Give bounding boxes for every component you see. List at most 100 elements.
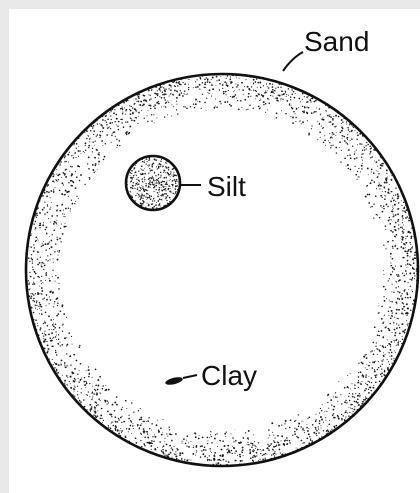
stipple-dot xyxy=(97,379,99,381)
stipple-dot xyxy=(257,87,258,88)
stipple-dot xyxy=(258,93,259,94)
stipple-dot xyxy=(58,364,60,366)
stipple-dot xyxy=(95,385,97,387)
stipple-dot xyxy=(322,404,323,405)
stipple-dot xyxy=(122,112,123,113)
stipple-dot xyxy=(207,92,208,93)
stipple-dot xyxy=(398,341,399,342)
stipple-dot xyxy=(398,224,399,225)
stipple-dot xyxy=(276,113,278,115)
stipple-dot xyxy=(239,78,240,79)
stipple-dot xyxy=(46,352,48,354)
stipple-dot xyxy=(169,180,170,181)
stipple-dot xyxy=(320,114,321,115)
stipple-dot xyxy=(302,443,303,444)
stipple-dot xyxy=(140,190,141,191)
stipple-dot xyxy=(398,274,399,275)
stipple-dot xyxy=(362,153,363,154)
stipple-dot xyxy=(324,411,325,412)
stipple-dot xyxy=(382,191,383,192)
stipple-dot xyxy=(223,93,225,95)
stipple-dot xyxy=(317,139,318,140)
stipple-dot xyxy=(79,150,81,152)
stipple-dot xyxy=(392,271,393,272)
stipple-dot xyxy=(409,242,410,243)
stipple-dot xyxy=(52,276,53,277)
stipple-dot xyxy=(398,276,399,277)
stipple-dot xyxy=(94,145,95,146)
stipple-dot xyxy=(273,434,274,435)
stipple-dot xyxy=(65,161,66,162)
stipple-dot xyxy=(366,384,368,386)
stipple-dot xyxy=(406,303,408,305)
stipple-dot xyxy=(138,98,140,100)
stipple-dot xyxy=(152,436,153,437)
stipple-dot xyxy=(133,182,134,183)
stipple-dot xyxy=(265,112,266,113)
stipple-dot xyxy=(354,154,355,155)
stipple-dot xyxy=(46,305,47,306)
stipple-dot xyxy=(164,94,165,95)
stipple-dot xyxy=(117,147,118,148)
stipple-dot xyxy=(88,369,89,370)
stipple-dot xyxy=(53,189,54,190)
stipple-dot xyxy=(304,430,305,431)
stipple-dot xyxy=(383,270,384,271)
stipple-dot xyxy=(365,367,366,368)
stipple-dot xyxy=(397,193,399,195)
stipple-dot xyxy=(274,451,275,452)
stipple-dot xyxy=(170,199,171,200)
stipple-dot xyxy=(78,198,79,199)
stipple-dot xyxy=(155,175,156,176)
stipple-dot xyxy=(389,219,390,220)
stipple-dot xyxy=(151,177,152,178)
stipple-dot xyxy=(214,452,216,454)
stipple-dot xyxy=(373,353,375,355)
stipple-dot xyxy=(374,370,376,372)
stipple-dot xyxy=(370,207,371,208)
stipple-dot xyxy=(144,195,145,196)
stipple-dot xyxy=(51,332,53,334)
stipple-dot xyxy=(33,223,34,224)
stipple-dot xyxy=(36,300,37,301)
stipple-dot xyxy=(408,282,409,283)
stipple-dot xyxy=(66,375,68,377)
stipple-dot xyxy=(374,375,376,377)
stipple-dot xyxy=(371,180,373,182)
stipple-dot xyxy=(336,397,337,398)
stipple-dot xyxy=(318,432,320,434)
stipple-dot xyxy=(405,251,406,252)
stipple-dot xyxy=(133,423,134,424)
stipple-dot xyxy=(394,226,396,228)
stipple-dot xyxy=(294,428,295,429)
stipple-dot xyxy=(143,201,145,203)
stipple-dot xyxy=(41,306,43,308)
stipple-dot xyxy=(71,371,73,373)
stipple-dot xyxy=(354,151,355,152)
stipple-dot xyxy=(135,195,136,196)
stipple-dot xyxy=(391,291,392,292)
stipple-dot xyxy=(184,90,186,92)
stipple-dot xyxy=(366,142,367,143)
stipple-dot xyxy=(327,429,329,431)
stipple-dot xyxy=(55,331,56,332)
stipple-dot xyxy=(210,451,211,452)
stipple-dot xyxy=(176,101,177,102)
stipple-dot xyxy=(307,430,309,432)
stipple-dot xyxy=(373,204,374,205)
stipple-dot xyxy=(356,157,358,159)
stipple-dot xyxy=(125,400,127,402)
stipple-dot xyxy=(88,374,89,375)
stipple-dot xyxy=(150,98,151,99)
stipple-dot xyxy=(60,228,61,229)
stipple-dot xyxy=(131,173,132,174)
stipple-dot xyxy=(136,442,138,444)
stipple-dot xyxy=(118,121,120,123)
stipple-dot xyxy=(151,120,152,121)
stipple-dot xyxy=(247,444,248,445)
stipple-dot xyxy=(39,302,41,304)
stipple-dot xyxy=(121,122,123,124)
stipple-dot xyxy=(353,409,355,411)
stipple-dot xyxy=(358,168,359,169)
stipple-dot xyxy=(278,95,279,96)
